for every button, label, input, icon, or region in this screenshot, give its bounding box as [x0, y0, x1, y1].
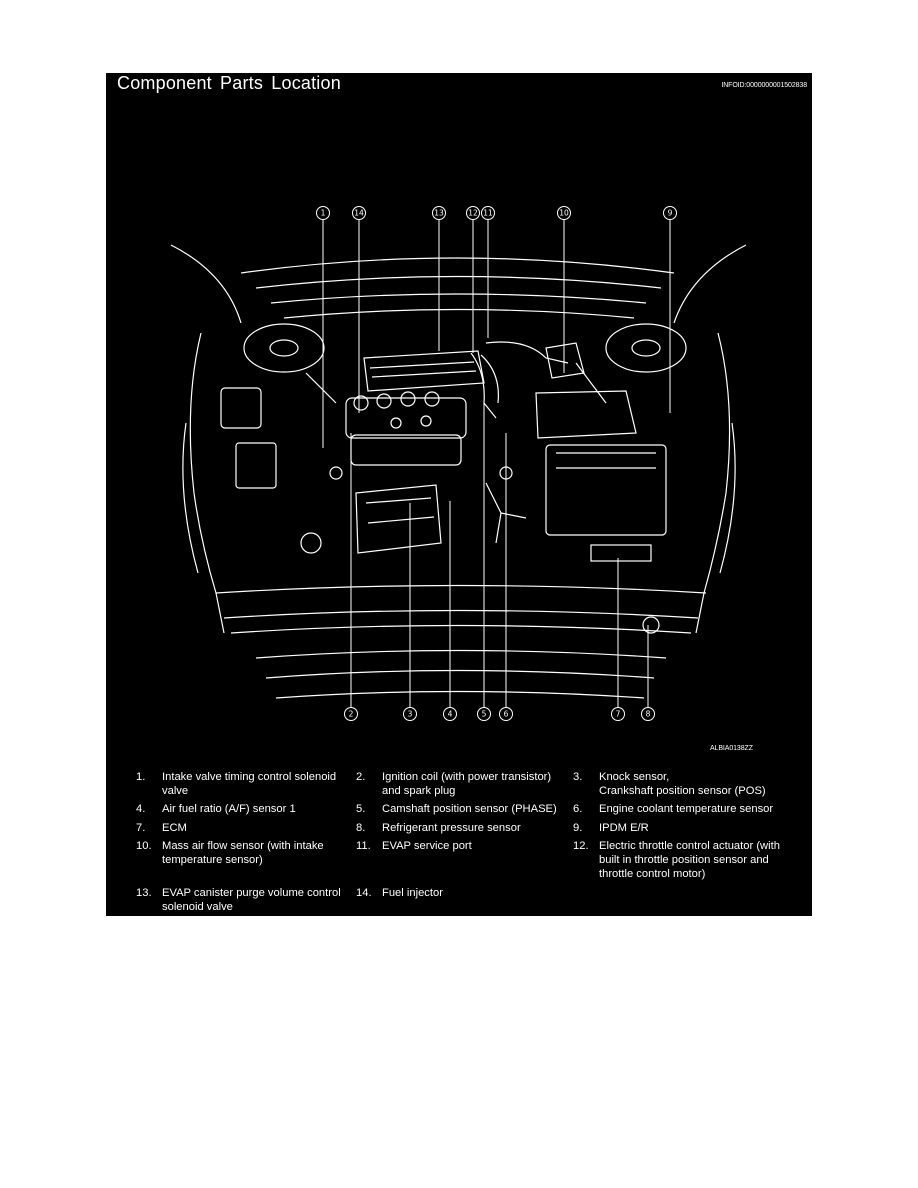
legend-item-9: 9. IPDM E/R: [573, 821, 649, 835]
callouts-bottom: 2 3 4 5 6 7 8: [344, 707, 655, 721]
callout-10: 10: [557, 206, 571, 220]
legend-text: IPDM E/R: [599, 822, 649, 834]
svg-text:6: 6: [504, 710, 509, 719]
legend-number: 8.: [356, 822, 366, 834]
svg-text:13: 13: [434, 209, 444, 218]
legend-item-3: 3. Knock sensor, Crankshaft position sen…: [573, 770, 766, 798]
legend-item-14: 14. Fuel injector: [356, 886, 443, 900]
legend-text: EVAP canister purge volume control solen…: [162, 887, 341, 913]
legend-item-12: 12. Electric throttle control actuator (…: [573, 839, 780, 881]
legend-text: Mass air flow sensor (with intake temper…: [162, 840, 324, 866]
callout-1: 1: [316, 206, 330, 220]
callout-13: 13: [432, 206, 446, 220]
legend-item-1: 1. Intake valve timing control solenoid …: [136, 770, 336, 798]
legend-number: 6.: [573, 803, 583, 815]
callout-2: 2: [344, 707, 358, 721]
legend-text: EVAP service port: [382, 840, 472, 852]
legend-number: 14.: [356, 887, 372, 899]
callout-3: 3: [403, 707, 417, 721]
legend-item-4: 4. Air fuel ratio (A/F) sensor 1: [136, 802, 296, 816]
legend-number: 12.: [573, 840, 589, 852]
legend-item-11: 11. EVAP service port: [356, 839, 472, 853]
callout-9: 9: [663, 206, 677, 220]
svg-text:3: 3: [408, 710, 413, 719]
legend-text: Air fuel ratio (A/F) sensor 1: [162, 803, 296, 815]
callout-7: 7: [611, 707, 625, 721]
legend-item-10: 10. Mass air flow sensor (with intake te…: [136, 839, 324, 867]
legend-item-13: 13. EVAP canister purge volume control s…: [136, 886, 341, 914]
callout-12: 12: [466, 206, 480, 220]
legend-text: Intake valve timing control solenoid val…: [162, 771, 337, 797]
legend-item-8: 8. Refrigerant pressure sensor: [356, 821, 521, 835]
legend-number: 7.: [136, 822, 146, 834]
legend-text: Refrigerant pressure sensor: [382, 822, 521, 834]
callout-6: 6: [499, 707, 513, 721]
legend-item-5: 5. Camshaft position sensor (PHASE): [356, 802, 557, 816]
legend-text: Knock sensor, Crankshaft position sensor…: [599, 771, 766, 797]
svg-text:9: 9: [668, 209, 673, 218]
legend-text: Fuel injector: [382, 887, 443, 899]
engine-bay-linework: [170, 244, 747, 699]
legend-item-7: 7. ECM: [136, 821, 187, 835]
svg-text:11: 11: [483, 209, 493, 218]
svg-text:14: 14: [354, 209, 364, 218]
svg-text:5: 5: [482, 710, 487, 719]
figure-code: ALBIA0138ZZ: [710, 745, 753, 752]
callout-8: 8: [641, 707, 655, 721]
svg-text:1: 1: [321, 209, 326, 218]
legend-item-2: 2. Ignition coil (with power transistor)…: [356, 770, 551, 798]
legend-number: 10.: [136, 840, 152, 852]
callout-4: 4: [443, 707, 457, 721]
engine-bay-diagram: 1 14 13 12 11 10: [170, 206, 747, 721]
legend-number: 1.: [136, 771, 146, 783]
legend-number: 2.: [356, 771, 366, 783]
legend-text: Camshaft position sensor (PHASE): [382, 803, 557, 815]
info-id: INFOID:0000000001502838: [721, 82, 807, 89]
svg-text:10: 10: [559, 209, 569, 218]
legend-text: ECM: [162, 822, 187, 834]
legend-number: 9.: [573, 822, 583, 834]
svg-text:12: 12: [468, 209, 478, 218]
svg-text:8: 8: [646, 710, 651, 719]
callout-11: 11: [481, 206, 495, 220]
legend-number: 5.: [356, 803, 366, 815]
svg-text:2: 2: [349, 710, 354, 719]
legend-text: Ignition coil (with power transistor) an…: [382, 771, 552, 797]
callout-14: 14: [352, 206, 366, 220]
component-parts-panel: Component Parts Location INFOID:00000000…: [106, 73, 812, 916]
legend-number: 13.: [136, 887, 152, 899]
svg-text:7: 7: [616, 710, 621, 719]
page-title: Component Parts Location: [117, 73, 341, 93]
legend-text: Electric throttle control actuator (with…: [599, 840, 780, 880]
callout-5: 5: [477, 707, 491, 721]
legend-text: Engine coolant temperature sensor: [599, 803, 774, 815]
callout-leaders: [322, 220, 671, 708]
legend-number: 3.: [573, 771, 583, 783]
legend-number: 11.: [356, 840, 371, 852]
legend-item-6: 6. Engine coolant temperature sensor: [573, 802, 773, 816]
legend-number: 4.: [136, 803, 146, 815]
callouts-top: 1 14 13 12 11 10: [316, 206, 677, 220]
svg-text:4: 4: [448, 710, 453, 719]
